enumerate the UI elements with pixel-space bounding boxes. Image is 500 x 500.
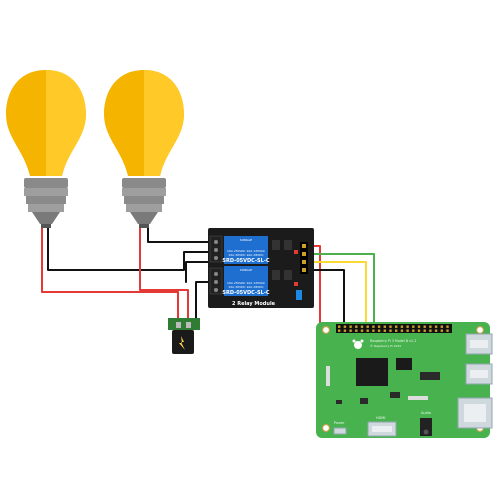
pi-board-name: Raspberry Pi 3 Model B v1.2	[370, 339, 416, 343]
gpio-pin	[423, 325, 426, 328]
power-label: Power	[334, 421, 345, 425]
relay-module: SONGLE 10A 250VAC 10A 125VAC 10A 30VDC 1…	[208, 228, 314, 308]
relay-1-rating-ac: 10A 250VAC 10A 125VAC	[227, 249, 265, 253]
gpio-pin	[389, 325, 392, 328]
gpio-pin	[440, 329, 443, 332]
relay-2-brand: SONGLE	[240, 268, 253, 272]
gpio-pin	[366, 329, 369, 332]
relay-2-rating-ac: 10A 250VAC 10A 125VAC	[227, 281, 265, 285]
gpio-pin	[377, 325, 381, 328]
light-bulb-right	[104, 70, 184, 228]
gpio-pin	[400, 325, 404, 328]
pi-copyright: © Raspberry Pi 2015	[370, 344, 401, 348]
relay-module-title: 2 Relay Module	[232, 301, 276, 307]
wire-black-relay-jack	[195, 281, 213, 319]
relay-1-brand: SONGLE	[240, 238, 253, 242]
relay-cube-1: SONGLE 10A 250VAC 10A 125VAC 10A 30VDC 1…	[222, 236, 270, 264]
wire-black-bulb-right	[147, 227, 213, 243]
gpio-pin	[349, 329, 352, 332]
wire-yellow-in2	[305, 261, 367, 326]
gpio-pin	[372, 325, 375, 328]
gpio-pin	[412, 325, 415, 328]
gpio-pin	[366, 325, 369, 328]
gpio-pin	[372, 329, 375, 332]
light-bulb-left	[6, 70, 86, 228]
gpio-pin	[423, 329, 426, 332]
dc-power-jack	[168, 318, 200, 354]
gpio-pin	[395, 329, 398, 332]
gpio-pin	[400, 329, 404, 332]
gpio-pin	[360, 325, 364, 328]
wire-green-in1	[305, 253, 375, 326]
relay-1-model: SRD-05VDC-SL-C	[222, 258, 269, 264]
gpio-pin	[338, 325, 341, 328]
gpio-pin	[434, 325, 438, 328]
gpio-pin	[377, 329, 381, 332]
gpio-pin	[429, 325, 432, 328]
wire-red-bulb-left	[41, 227, 179, 319]
gpio-pin	[355, 329, 358, 332]
gpio-pin	[349, 325, 352, 328]
gpio-pin	[417, 325, 421, 328]
raspberry-logo-icon	[352, 339, 364, 349]
gpio-pin	[338, 329, 341, 332]
gpio-pin	[412, 329, 415, 332]
wires	[41, 227, 375, 326]
soc-chip	[356, 358, 388, 386]
gpio-pin	[429, 329, 432, 332]
wire-black-gnd	[305, 269, 345, 326]
micro-usb-power-port	[333, 427, 347, 435]
hdmi-label: HDMI	[376, 416, 385, 420]
gpio-pin	[446, 325, 449, 328]
wire-black-bulb-left	[47, 227, 213, 271]
gpio-pin	[406, 329, 409, 332]
gpio-pin	[355, 325, 358, 328]
gpio-pin	[406, 325, 409, 328]
relay-cube-2: SONGLE 10A 250VAC 10A 125VAC 10A 30VDC 1…	[222, 266, 270, 296]
audio-label: Audio	[421, 411, 431, 415]
gpio-pin	[440, 325, 443, 328]
gpio-pin	[383, 325, 386, 328]
relay-1-rating-dc: 10A 30VDC 10A 28VDC	[228, 253, 263, 257]
gpio-pin	[446, 329, 449, 332]
gpio-pin	[343, 325, 347, 328]
gpio-pin	[395, 325, 398, 328]
wire-black-relay-common	[185, 261, 213, 283]
relay-2-rating-dc: 10A 30VDC 10A 28VDC	[228, 285, 263, 289]
audio-jack	[420, 418, 432, 436]
gpio-pin	[383, 329, 386, 332]
gpio-pin	[434, 329, 438, 332]
gpio-pin	[417, 329, 421, 332]
wire-red-bulb-right	[139, 227, 189, 319]
gpio-pin	[389, 329, 392, 332]
raspberry-pi-board: Raspberry Pi 3 Model B v1.2 © Raspberry …	[316, 322, 493, 438]
relay-2-model: SRD-05VDC-SL-C	[222, 290, 269, 296]
gpio-header	[336, 324, 452, 333]
gpio-pin	[360, 329, 364, 332]
gpio-pin	[343, 329, 347, 332]
